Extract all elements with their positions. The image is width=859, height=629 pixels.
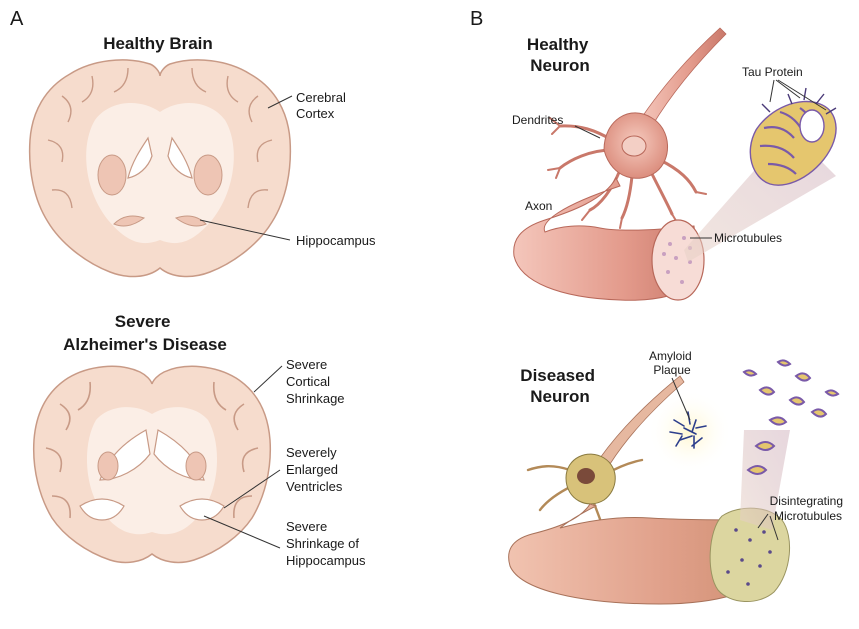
label-amyloid-plaque: Amyloid Plaque [649, 349, 695, 377]
alzheimers-brain-title: Severe Alzheimer's Disease [63, 312, 227, 354]
label-hippocampus: Hippocampus [296, 233, 376, 248]
leader-tau-1 [770, 80, 774, 102]
label-microtubules: Microtubules [714, 231, 782, 245]
healthy-brain-illustration [30, 60, 291, 277]
panel-letter-b: B [470, 8, 483, 30]
label-disintegrating-microtubules: Disintegrating Microtubules [770, 494, 847, 523]
alzheimers-brain-illustration [34, 366, 271, 562]
label-axon: Axon [525, 199, 552, 213]
diseased-neuron-title: Diseased Neuron [520, 366, 599, 406]
panel-letter-a: A [10, 8, 24, 30]
label-cortical-shrinkage: Severe Cortical Shrinkage [286, 357, 345, 406]
label-enlarged-ventricles: Severely Enlarged Ventricles [286, 445, 343, 494]
leader-cortical-shrinkage [254, 366, 282, 392]
label-cerebral-cortex: Cerebral Cortex [296, 90, 349, 121]
label-dendrites: Dendrites [512, 113, 563, 127]
healthy-brain-title: Healthy Brain [103, 34, 213, 53]
label-tau-protein: Tau Protein [742, 65, 803, 79]
label-hippocampus-shrinkage: Severe Shrinkage of Hippocampus [286, 519, 366, 568]
healthy-neuron-title: Healthy Neuron [527, 35, 593, 75]
